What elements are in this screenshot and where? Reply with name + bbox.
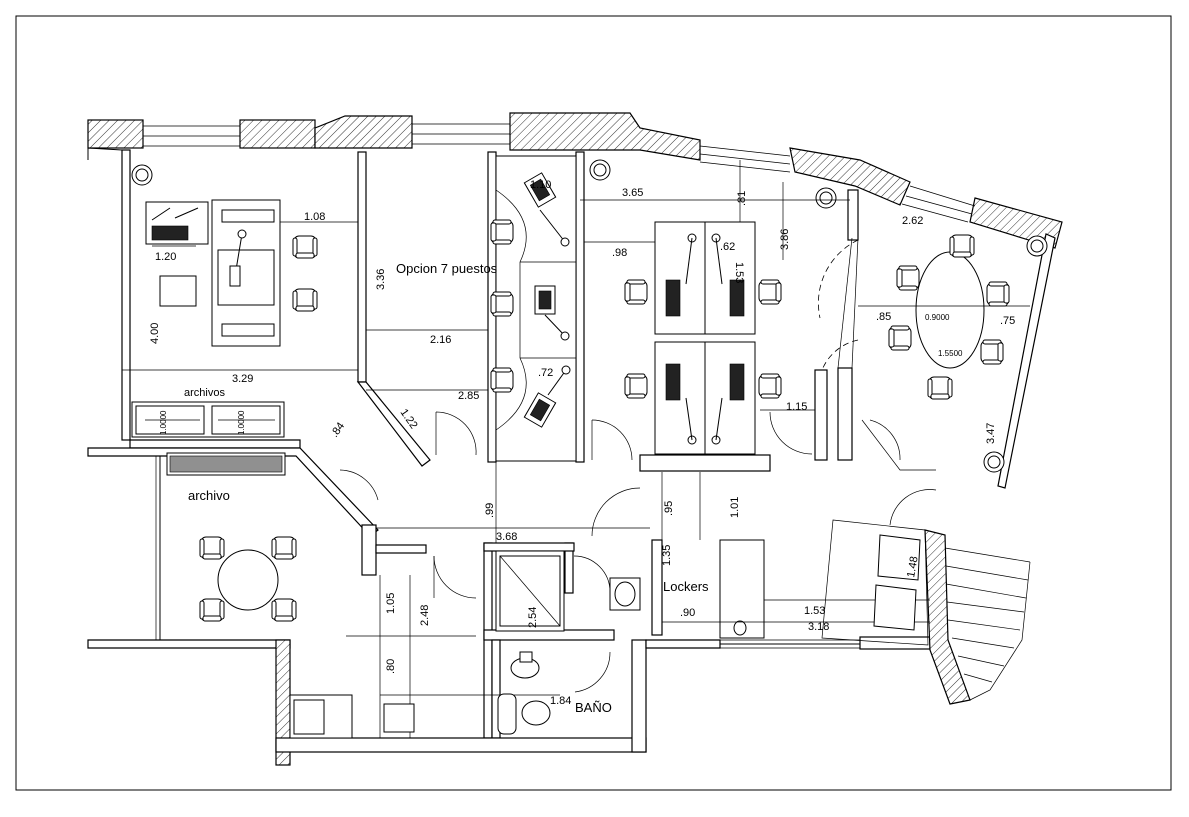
dim-label: .90 [680, 607, 695, 619]
dim-label: .80 [385, 659, 397, 674]
dim-label: .81 [736, 191, 748, 206]
dim-label: 2.48 [419, 605, 431, 626]
dim-label: 1.08 [304, 211, 325, 223]
dim-label: 4.00 [149, 323, 161, 344]
meeting-room [818, 234, 1030, 400]
dim-label: 1.35 [661, 545, 673, 566]
dim-label: .99 [484, 503, 496, 518]
dim-label: 2.16 [430, 334, 451, 346]
dim-label: 1.53 [733, 262, 745, 283]
dim-label: 1.84 [550, 695, 571, 707]
interior-walls [87, 150, 1031, 766]
dim-label: .72 [538, 367, 553, 379]
dim-label: 2.62 [902, 215, 923, 227]
dim-label: 3.47 [985, 423, 997, 444]
doors [339, 411, 937, 693]
room-label-files-room: archivo [188, 488, 230, 503]
director-office [131, 199, 358, 438]
dim-label: 1.01 [729, 497, 741, 518]
lower-area [166, 452, 930, 739]
cabinet-label: 1.0000 [159, 410, 168, 435]
dimension-labels: 1.08 1.20 4.00 3.29 3.36 2.16 2.85 .84 1… [149, 179, 1015, 707]
dim-label: 1.15 [786, 401, 807, 413]
dim-label: 3.18 [808, 621, 829, 633]
dim-label: .98 [612, 247, 627, 259]
room-label-bath: BAÑO [575, 700, 612, 715]
columns [131, 159, 1048, 473]
room-label-lockers: Lockers [663, 579, 709, 594]
dim-label: 3.29 [232, 373, 253, 385]
dim-label: 3.36 [375, 269, 387, 290]
dim-label: 1.05 [385, 593, 397, 614]
dim-label: .62 [720, 241, 735, 253]
dim-label: 1.20 [155, 251, 176, 263]
sheet-frame [15, 15, 1172, 791]
room-label-files-shelf: archivos [184, 387, 225, 399]
dim-label: .75 [1000, 315, 1015, 327]
dim-label: 1.48 [905, 555, 921, 578]
dim-label: 2.85 [458, 390, 479, 402]
dim-label: 3.86 [779, 229, 791, 250]
dim-label: 2.54 [527, 607, 539, 628]
cabinet-label: 1.0000 [237, 410, 246, 435]
exterior-walls [87, 112, 1063, 489]
dim-label: .95 [663, 501, 675, 516]
dim-label: 1.10 [530, 179, 551, 191]
room-labels: Opcion 7 puestos archivos archivo Locker… [159, 261, 963, 715]
table-width-label: 0.9000 [925, 313, 950, 322]
dim-label: 3.68 [496, 531, 517, 543]
dim-label: .85 [876, 311, 891, 323]
dim-label: 1.53 [804, 605, 825, 617]
table-length-label: 1.5500 [938, 349, 963, 358]
dim-label: .84 [329, 420, 348, 439]
open-office [366, 155, 850, 462]
dim-label: 3.65 [622, 187, 643, 199]
room-label-open-office: Opcion 7 puestos [396, 261, 498, 276]
